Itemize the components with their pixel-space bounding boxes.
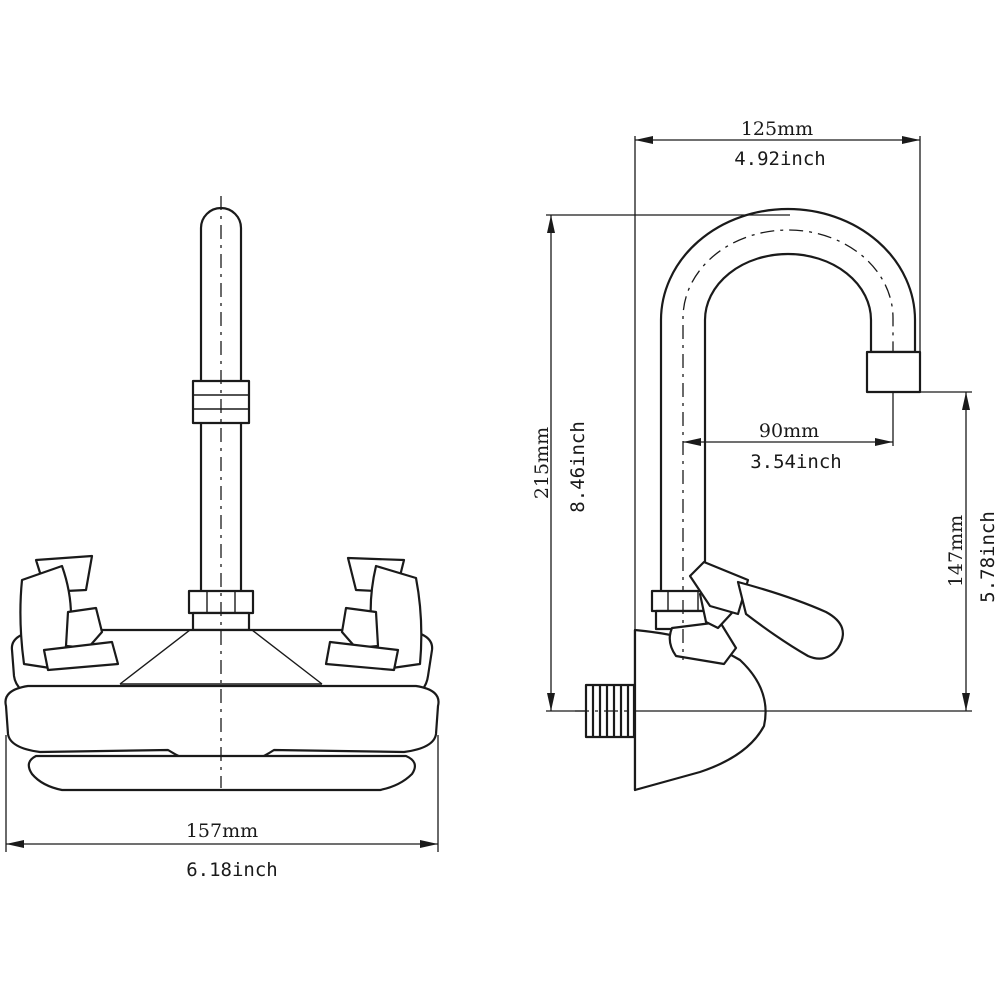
- spout-reach-mm-label: 90mm: [759, 420, 819, 442]
- front-left-handle: [19, 554, 120, 672]
- front-right-handle: [324, 556, 423, 672]
- side-reach-inch-label: 4.92inch: [734, 148, 826, 170]
- spout-height-mm-label: 147mm: [945, 515, 967, 587]
- spout-height-dimension: 147mm 5.78inch: [640, 391, 999, 712]
- total-height-inch-label: 8.46inch: [567, 421, 589, 513]
- side-lever-handle: [668, 560, 844, 666]
- front-width-dimension: 157mm 6.18inch: [5, 735, 439, 881]
- side-reach-dimension: 125mm 4.92inch: [634, 118, 921, 630]
- front-width-mm-label: 157mm: [186, 820, 258, 842]
- side-view: 125mm 4.92inch 90mm 3.54inch 215mm 8.46i…: [531, 118, 999, 792]
- side-gooseneck-spout: [659, 207, 922, 600]
- total-height-mm-label: 215mm: [531, 427, 553, 499]
- side-reach-mm-label: 125mm: [741, 118, 813, 140]
- front-view: 157mm 6.18inch: [4, 196, 440, 881]
- spout-reach-dimension: 90mm 3.54inch: [683, 392, 894, 473]
- total-height-dimension: 215mm 8.46inch: [531, 214, 790, 712]
- spout-reach-inch-label: 3.54inch: [750, 451, 842, 473]
- front-body: [4, 628, 440, 792]
- front-width-inch-label: 6.18inch: [186, 859, 278, 881]
- spout-height-inch-label: 5.78inch: [977, 511, 999, 603]
